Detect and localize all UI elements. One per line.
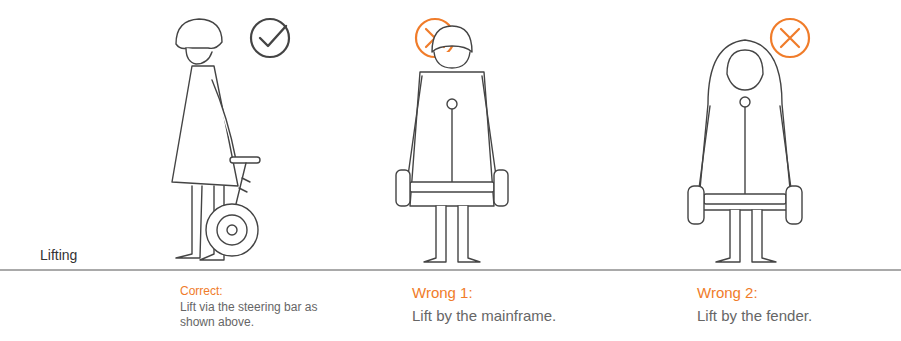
instruction-note: Lift by the mainframe. [412,307,632,326]
wheel [206,204,258,256]
person-bent [698,40,792,262]
instruction-note: Lift via the steering bar as shown above… [180,300,330,330]
wrong-icon [771,19,809,57]
person-front [406,26,498,262]
status-heading: Correct: [180,284,340,299]
ground-line [0,270,901,271]
mainframe [396,99,508,206]
fender [688,97,802,224]
status-heading: Wrong 1: [412,284,612,303]
status-heading: Wrong 2: [697,284,887,303]
instruction-note: Lift by the fender. [697,307,887,326]
steering-bar [230,157,260,204]
correct-icon [251,19,289,57]
section-label: Lifting [40,247,160,265]
